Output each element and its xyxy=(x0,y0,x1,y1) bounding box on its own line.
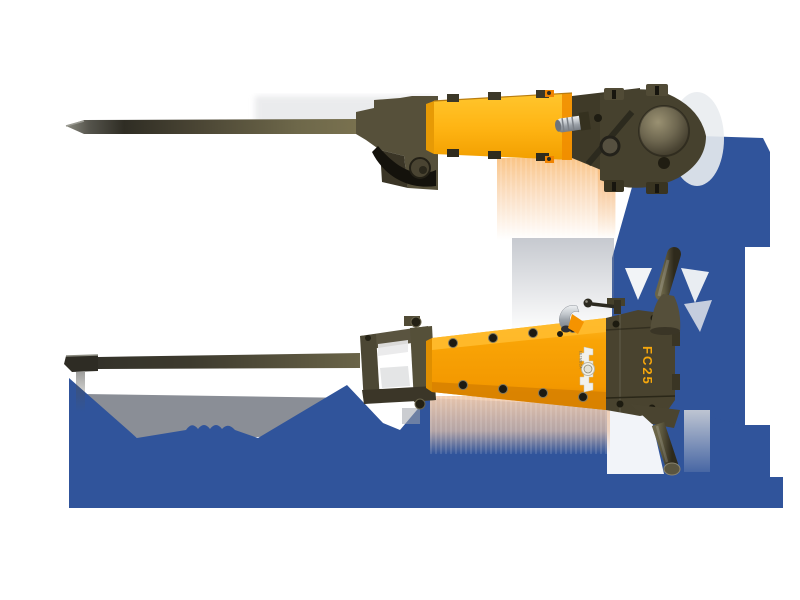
nipple-opening xyxy=(555,119,562,132)
nipple-rib xyxy=(571,116,575,131)
throttle-lever xyxy=(583,298,625,314)
bolt xyxy=(458,380,468,390)
retainer-latch-top xyxy=(356,96,438,190)
backhead-block xyxy=(606,310,675,416)
stud-pin xyxy=(547,91,551,95)
nipple-body xyxy=(557,115,585,133)
fork-left-post xyxy=(360,334,380,404)
badge-inner-circle xyxy=(583,364,593,374)
backhead-seam-bottom xyxy=(605,395,676,399)
bolt-tab xyxy=(447,149,459,157)
bolt xyxy=(578,392,588,402)
bottom-handle xyxy=(630,404,681,476)
top-handle-highlight xyxy=(657,259,670,297)
fork-opening-upper xyxy=(378,340,408,356)
top-handle-bell xyxy=(650,294,681,332)
bolt xyxy=(448,338,458,348)
top-handle-shaft xyxy=(655,247,681,301)
tool-side-view: LETMECA FC25 xyxy=(64,247,681,476)
blade-highlight xyxy=(65,354,99,357)
handle-notch-right xyxy=(681,268,709,303)
backhead-bolt xyxy=(616,400,624,408)
chisel-rod-side xyxy=(98,353,360,369)
nipple-collar xyxy=(578,111,591,131)
bolt-tab xyxy=(536,90,549,98)
fork-bolt xyxy=(414,398,426,410)
cylinder-body-top xyxy=(426,90,573,163)
cylinder-body-side: LETMECA xyxy=(426,318,612,410)
fork-opening-lower xyxy=(380,366,410,388)
air-inlet-nipple xyxy=(555,111,591,133)
tab-slot xyxy=(612,182,616,191)
handle-notch-left xyxy=(625,268,652,300)
fork-foot-shadow xyxy=(402,408,420,424)
tab-slot xyxy=(655,86,659,95)
bolt xyxy=(488,333,498,343)
lever-post xyxy=(614,300,621,314)
bolt xyxy=(498,384,508,394)
body-left-cap xyxy=(426,338,432,392)
brand-text: LETMECA xyxy=(579,351,583,369)
backhead-lug xyxy=(672,374,680,390)
fork-bolt xyxy=(410,316,422,328)
bell-notch xyxy=(684,300,712,332)
bolt-tabs-top-row xyxy=(447,90,549,102)
body-bolts xyxy=(448,323,588,402)
backhead-port xyxy=(658,157,670,169)
linkage-pivot xyxy=(599,135,621,157)
backhead-top-view xyxy=(572,84,706,194)
body-bottom-facet xyxy=(432,382,606,410)
nipple-rib xyxy=(566,117,570,132)
retainer-fork-side xyxy=(360,316,436,410)
backhead-dome xyxy=(638,105,690,157)
chisel-blade-tip xyxy=(64,355,98,372)
bolt xyxy=(538,388,548,398)
bottom-handle-notch xyxy=(607,410,664,474)
bottom-handle-bell xyxy=(630,404,680,428)
lever-ball xyxy=(583,298,593,308)
latch-pivot-pin xyxy=(419,166,427,174)
tab-slot xyxy=(655,184,659,193)
top-handle-base xyxy=(650,327,680,335)
chisel-rod-top xyxy=(66,119,356,134)
elbow-bolt xyxy=(557,331,563,337)
bottom-handle-highlight xyxy=(655,425,669,463)
pale-streaks-right-of-handle xyxy=(684,410,710,472)
tool-top-view xyxy=(65,84,706,194)
nipple-rib xyxy=(561,118,565,133)
bolt-tabs-bottom-row xyxy=(447,149,549,161)
stud-pin xyxy=(547,157,551,161)
body-left-bevel xyxy=(426,101,434,154)
tab-slot xyxy=(612,90,616,99)
backhead-lug xyxy=(672,330,680,346)
bottom-handle-shaft xyxy=(651,421,679,469)
top-handle xyxy=(650,247,681,335)
bolt-tab xyxy=(488,92,501,100)
bolt-tab xyxy=(447,94,459,102)
linkage-pin xyxy=(594,114,602,122)
bolt xyxy=(528,328,538,338)
bottom-handle-cap xyxy=(663,462,681,476)
bolt-tab xyxy=(488,151,501,159)
brand-badge: LETMECA xyxy=(579,346,595,393)
chisel-tip-reflection xyxy=(76,372,85,412)
fork-bolt xyxy=(365,335,371,341)
chisel-tip-highlight xyxy=(65,120,85,127)
lever-rod xyxy=(591,302,619,309)
lever-ball-highlight xyxy=(585,300,588,303)
bolt-tab xyxy=(536,153,549,161)
elbow-orange-clamp xyxy=(568,314,584,334)
air-inlet-elbow xyxy=(557,305,584,337)
backhead-side-view: FC25 xyxy=(605,310,680,416)
backhead-bolt xyxy=(612,320,620,328)
model-label-text: FC25 xyxy=(640,346,655,386)
body-main-face xyxy=(434,93,572,160)
orange-streak-lines xyxy=(497,158,615,240)
